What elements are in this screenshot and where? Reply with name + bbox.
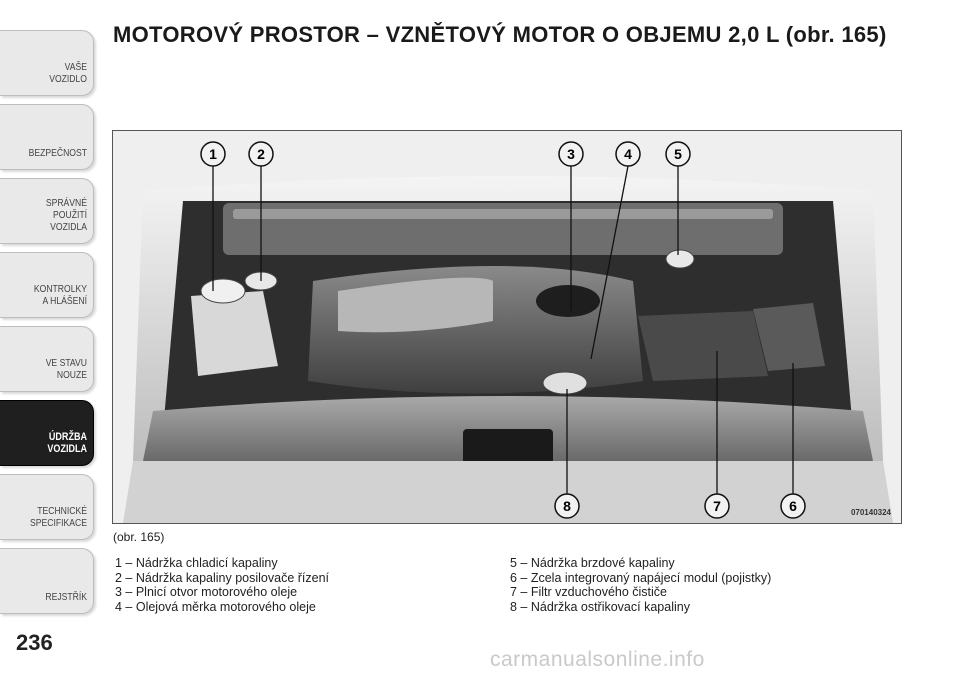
tab-label: KONTROLKY A HLÁŠENÍ (33, 283, 87, 307)
svg-text:8: 8 (563, 498, 571, 514)
legend-item: 7 – Filtr vzduchového čističe (510, 585, 668, 599)
tab-label: TECHNICKÉ SPECIFIKACE (30, 505, 87, 529)
svg-text:1: 1 (209, 146, 217, 162)
tab-kontrolky[interactable]: KONTROLKY A HLÁŠENÍ (0, 252, 94, 318)
chapter-sidebar: VAŠE VOZIDLO BEZPEČNOST SPRÁVNÉ POUŽITÍ … (0, 0, 100, 678)
legend-item: 3 – Plnicí otvor motorového oleje (115, 585, 298, 599)
tab-vase-vozidlo[interactable]: VAŠE VOZIDLO (0, 30, 94, 96)
figure-caption: (obr. 165) (113, 530, 165, 544)
legend-right-column: 5 – Nádržka brzdové kapaliny 6 – Zcela i… (510, 556, 771, 614)
svg-text:7: 7 (713, 498, 721, 514)
legend-item: 1 – Nádržka chladicí kapaliny (115, 556, 278, 570)
tab-technicke-specifikace[interactable]: TECHNICKÉ SPECIFIKACE (0, 474, 94, 540)
tab-label: VAŠE VOZIDLO (49, 61, 87, 85)
figure-code: 070140324 (850, 508, 891, 517)
tab-label: REJSTŘÍK (45, 591, 87, 603)
legend-item: 2 – Nádržka kapaliny posilovače řízení (115, 570, 330, 585)
svg-text:3: 3 (567, 146, 575, 162)
callout-6: 6 (780, 493, 806, 519)
page-title: MOTOROVÝ PROSTOR – VZNĚTOVÝ MOTOR O OBJE… (113, 22, 887, 47)
engine-bay-illustration: 1 2 3 4 5 6 7 8 (113, 131, 901, 523)
tab-label: VE STAVU NOUZE (45, 357, 87, 381)
tab-label: BEZPEČNOST (28, 147, 88, 159)
callout-7: 7 (704, 493, 730, 519)
svg-text:5: 5 (674, 146, 682, 162)
tab-rejstrik[interactable]: REJSTŘÍK (0, 548, 94, 614)
tab-spravne-pouziti[interactable]: SPRÁVNÉ POUŽITÍ VOZIDLA (0, 178, 94, 244)
svg-text:4: 4 (624, 146, 632, 162)
callout-1: 1 (200, 141, 226, 167)
callout-4: 4 (615, 141, 641, 167)
legend-item: 6 – Zcela integrovaný napájecí modul (po… (510, 570, 772, 585)
tab-label: SPRÁVNÉ POUŽITÍ VOZIDLA (45, 197, 87, 233)
tab-label: ÚDRŽBA VOZIDLA (47, 431, 87, 455)
callout-3: 3 (558, 141, 584, 167)
callout-8: 8 (554, 493, 580, 519)
tab-bezpecnost[interactable]: BEZPEČNOST (0, 104, 94, 170)
legend-item: 5 – Nádržka brzdové kapaliny (510, 556, 675, 570)
legend-item: 4 – Olejová měrka motorového oleje (115, 599, 316, 614)
callout-2: 2 (248, 141, 274, 167)
watermark: carmanualsonline.info (490, 648, 705, 671)
page-number: 236 (16, 630, 53, 655)
svg-text:2: 2 (257, 146, 265, 162)
engine-bay-figure: 1 2 3 4 5 6 7 8 070140324 (112, 130, 902, 524)
callout-5: 5 (665, 141, 691, 167)
svg-text:6: 6 (789, 498, 797, 514)
tab-udrzba-vozidla[interactable]: ÚDRŽBA VOZIDLA (0, 400, 94, 466)
legend-item: 8 – Nádržka ostřikovací kapaliny (510, 599, 690, 614)
tab-ve-stavu-nouze[interactable]: VE STAVU NOUZE (0, 326, 94, 392)
legend-left-column: 1 – Nádržka chladicí kapaliny 2 – Nádržk… (115, 556, 329, 614)
